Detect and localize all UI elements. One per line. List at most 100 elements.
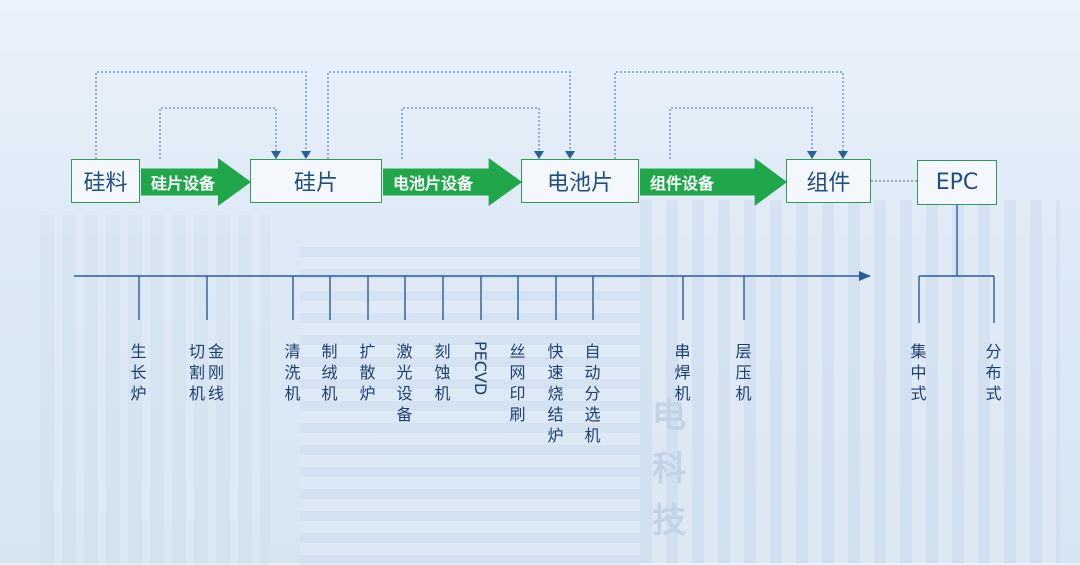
label-char: 分 <box>985 342 1002 361</box>
label-char: 扩 <box>359 342 376 361</box>
label-char-pair: 切金 <box>189 342 228 361</box>
label-char: 焊 <box>674 363 691 382</box>
label-column: 刻蚀机 <box>434 341 451 404</box>
node-module: 组件 <box>786 159 871 203</box>
label-column: 快速烧结炉 <box>547 341 564 446</box>
label-column: 生长炉 <box>130 341 147 404</box>
equipment-label-auto-sorter: 自动分选机 <box>584 341 601 446</box>
label-char: 式 <box>985 384 1002 403</box>
label-char: 机 <box>434 384 451 403</box>
label-char: 自 <box>584 342 601 361</box>
label-char-pair: 机线 <box>189 384 228 403</box>
label-char: 炉 <box>130 384 147 403</box>
label-char: 机 <box>584 426 601 445</box>
equipment-label-texturing-machine: 制绒机 <box>321 341 338 404</box>
label-char: 刷 <box>509 405 526 424</box>
label-char: 制 <box>321 342 338 361</box>
label-char: 炉 <box>547 426 564 445</box>
label-column: 激光设备 <box>396 341 413 425</box>
label-char: 机 <box>735 384 752 403</box>
label-column: 集中式 <box>910 341 927 404</box>
label-char: 散 <box>359 363 376 382</box>
label-char: 压 <box>735 363 752 382</box>
background-building-left <box>40 215 270 565</box>
arrow-label: 电池片设备 <box>393 174 474 193</box>
node-epc: EPC <box>917 160 997 205</box>
label-char: 光 <box>396 363 413 382</box>
label-column: 制绒机 <box>321 341 338 404</box>
bypass-link-raw-to-wafer-outer <box>95 71 311 159</box>
bypass-link-raw-to-wafer-inner <box>159 107 281 159</box>
label-char: 长 <box>130 363 147 382</box>
arrow-label: 硅片设备 <box>151 174 216 193</box>
label-char: 激 <box>396 342 413 361</box>
label-char: 备 <box>396 405 413 424</box>
label-char: 快 <box>547 342 564 361</box>
bypass-link-wafer-to-cell-inner <box>401 107 544 159</box>
label-column: 串焊机 <box>674 341 691 404</box>
label-char: 串 <box>674 342 691 361</box>
equipment-label-laminator: 层压机 <box>735 341 752 404</box>
node-label: EPC <box>935 170 979 195</box>
label-char: 绒 <box>321 363 338 382</box>
node-silicon-material: 硅料 <box>71 159 140 203</box>
node-silicon-wafer: 硅片 <box>250 159 382 203</box>
equipment-ticks <box>138 276 745 320</box>
label-char: 式 <box>910 384 927 403</box>
label-char: 结 <box>547 405 564 424</box>
bypass-link-cell-to-module-inner <box>669 107 817 159</box>
label-column: 清洗机 <box>284 341 301 404</box>
bypass-link-cell-to-module-outer <box>614 71 848 159</box>
background-building-right <box>640 200 1060 563</box>
epc-label-distributed: 分布式 <box>985 341 1002 404</box>
node-label: 硅片 <box>293 171 338 196</box>
label-char: 机 <box>674 384 691 403</box>
equipment-label-fast-firing-furnace: 快速烧结炉 <box>547 341 564 446</box>
label-char: 分 <box>584 384 601 403</box>
label-char: 清 <box>284 342 301 361</box>
node-label: 组件 <box>806 171 851 196</box>
label-char: 速 <box>547 363 564 382</box>
label-column: 层压机 <box>735 341 752 404</box>
label-char: 丝 <box>509 342 526 361</box>
label-char: 选 <box>584 405 601 424</box>
equipment-label-diffusion-furnace: 扩散炉 <box>359 341 376 404</box>
label-column: 扩散炉 <box>359 341 376 404</box>
epc-label-centralized: 集中式 <box>910 341 927 404</box>
label-char: 机 <box>284 384 301 403</box>
label-char: 刻 <box>434 342 451 361</box>
equipment-label-growth-furnace: 生长炉 <box>130 341 147 404</box>
label-char: 网 <box>509 363 526 382</box>
label-char: 印 <box>509 384 526 403</box>
equipment-label-cleaner: 清洗机 <box>284 341 301 404</box>
label-char-pair: 割刚 <box>189 363 228 382</box>
equipment-label-diamond-wire-saw: 切金割刚机线 <box>189 341 229 404</box>
equipment-label-stringer: 串焊机 <box>674 341 691 404</box>
watermark-text: 电 科 技 <box>652 396 686 542</box>
equipment-label-screen-printing: 丝网印刷 <box>509 341 526 425</box>
label-column: 分布式 <box>985 341 1002 404</box>
label-column: 自动分选机 <box>584 341 601 446</box>
label-char: 设 <box>396 384 413 403</box>
label-char: 洗 <box>284 363 301 382</box>
label-char: 集 <box>910 342 927 361</box>
label-char: 烧 <box>547 384 564 403</box>
bypass-link-wafer-to-cell-outer <box>327 71 575 159</box>
label-char: 机 <box>321 384 338 403</box>
label-char: 炉 <box>359 384 376 403</box>
label-column: 丝网印刷 <box>509 341 526 425</box>
arrow-label: 组件设备 <box>650 174 715 193</box>
label-char: 中 <box>910 363 927 382</box>
label-char: 布 <box>985 363 1002 382</box>
node-label: 硅料 <box>83 171 128 196</box>
equipment-label-laser-equipment: 激光设备 <box>396 341 413 425</box>
label-char: 蚀 <box>434 363 451 382</box>
background-building-center <box>300 235 640 565</box>
node-label: 电池片 <box>546 171 613 196</box>
label-char: 生 <box>130 342 147 361</box>
label-char: 层 <box>735 342 752 361</box>
label-char: 动 <box>584 363 601 382</box>
node-solar-cell: 电池片 <box>521 159 639 203</box>
epc-bracket <box>918 205 995 323</box>
